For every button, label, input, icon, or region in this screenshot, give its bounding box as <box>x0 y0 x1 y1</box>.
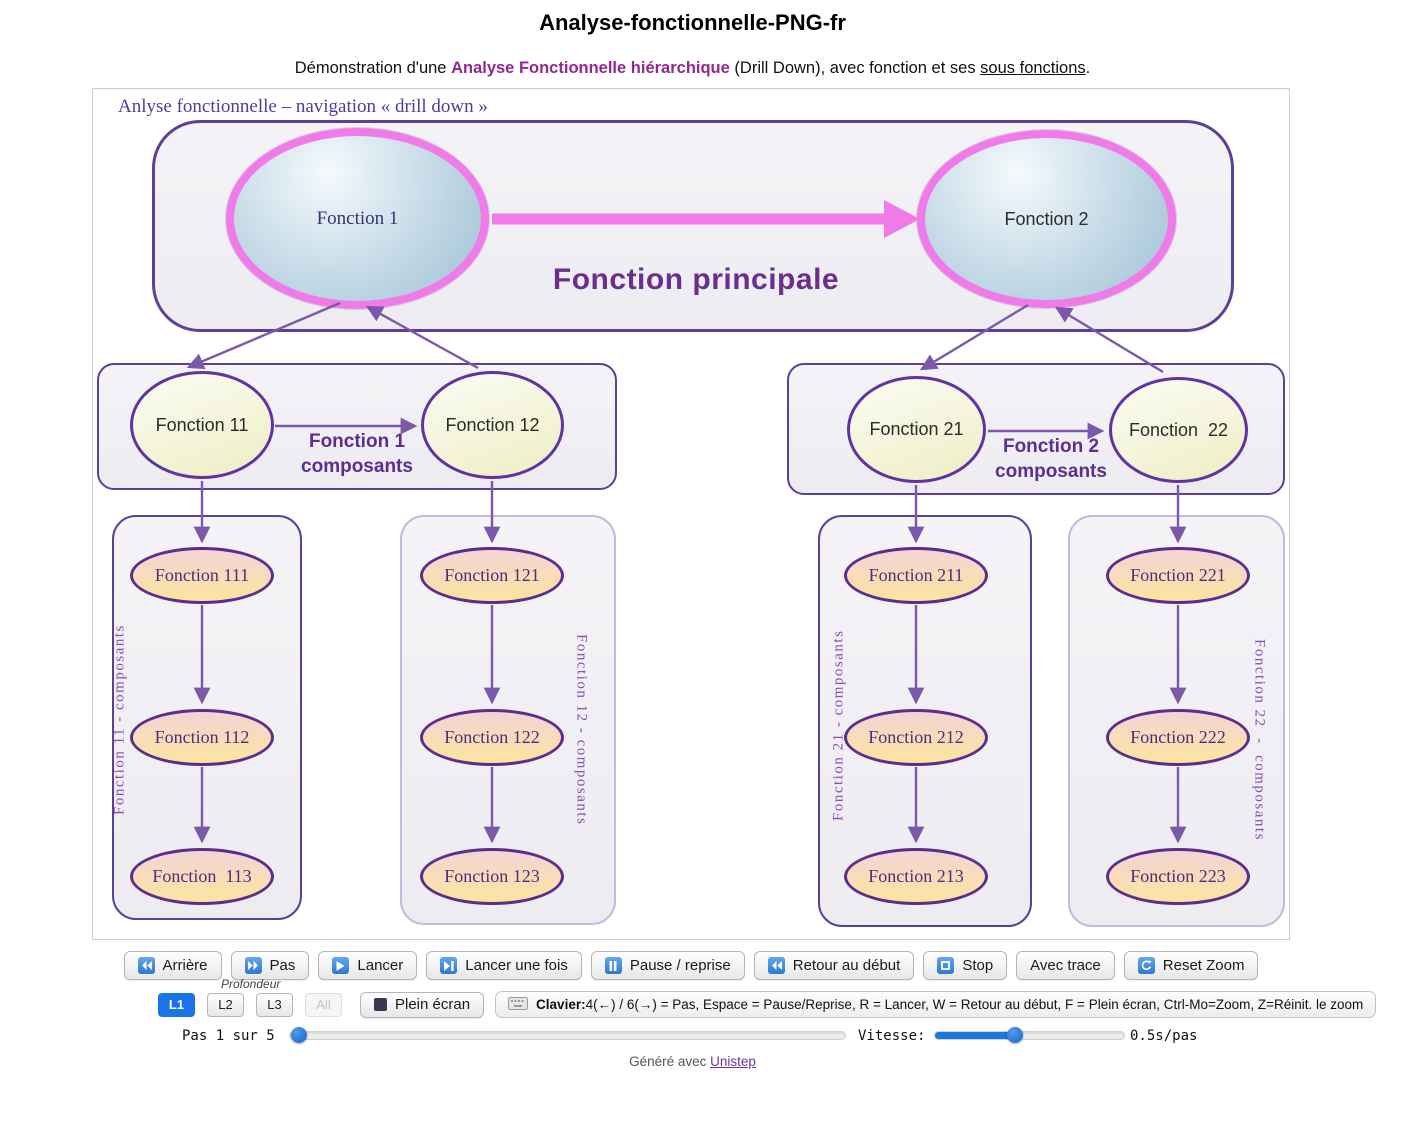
step-slider-thumb[interactable] <box>291 1027 307 1043</box>
unistep-link[interactable]: Unistep <box>710 1054 756 1069</box>
keyboard-hint-bar: Clavier:4(←) / 6(→) = Pas, Espace = Paus… <box>495 991 1377 1018</box>
pause-resume-button[interactable]: Pause / reprise <box>590 951 745 980</box>
play-icon <box>332 957 350 974</box>
skip-back-icon <box>137 957 155 974</box>
step-status-label: Pas 1 sur 5 <box>182 1028 275 1044</box>
step-slider[interactable] <box>289 1027 846 1043</box>
page-title: Analyse-fonctionnelle-PNG-fr <box>539 10 846 35</box>
node-fonction-123[interactable]: Fonction 123 <box>420 848 564 905</box>
column-11-side-label: Fonction 11 - composants <box>111 624 128 816</box>
speed-value-label: 0.5s/pas <box>1130 1028 1198 1044</box>
step-button[interactable]: Pas <box>230 951 310 980</box>
node-fonction-221[interactable]: Fonction 221 <box>1106 547 1250 604</box>
node-fonction-211[interactable]: Fonction 211 <box>844 547 988 604</box>
node-fonction-113[interactable]: Fonction 113 <box>130 848 274 905</box>
speed-slider-thumb[interactable] <box>1007 1027 1023 1043</box>
main-group-caption: Fonction principale <box>552 263 840 296</box>
column-21-side-label: Fonction 21 - composants <box>830 629 847 821</box>
node-fonction-21[interactable]: Fonction 21 <box>847 376 986 483</box>
node-fonction-112[interactable]: Fonction 112 <box>130 709 274 766</box>
node-fonction-222[interactable]: Fonction 222 <box>1106 709 1250 766</box>
play-pause-icon <box>440 957 458 974</box>
node-fonction-1[interactable]: Fonction 1 <box>226 128 489 309</box>
depth-all-button[interactable]: All <box>305 992 342 1017</box>
node-fonction-212[interactable]: Fonction 212 <box>844 709 988 766</box>
node-fonction-11[interactable]: Fonction 11 <box>130 371 274 479</box>
pause-icon <box>604 957 622 974</box>
reset-zoom-button[interactable]: Reset Zoom <box>1123 951 1259 980</box>
trace-toggle-button[interactable]: Avec trace <box>1016 951 1115 980</box>
node-fonction-22[interactable]: Fonction 22 <box>1109 377 1248 483</box>
fullscreen-button[interactable]: Plein écran <box>360 991 485 1018</box>
node-fonction-122[interactable]: Fonction 122 <box>420 709 564 766</box>
node-fonction-223[interactable]: Fonction 223 <box>1106 848 1250 905</box>
subtitle-suffix: . <box>1085 59 1091 77</box>
node-fonction-12[interactable]: Fonction 12 <box>421 371 564 479</box>
stop-button[interactable]: Stop <box>923 951 1008 980</box>
speed-slider-fill <box>935 1032 1015 1039</box>
speed-slider[interactable] <box>934 1027 1125 1043</box>
depth-l1-button[interactable]: L1 <box>158 992 195 1017</box>
node-fonction-2[interactable]: Fonction 2 <box>917 130 1176 308</box>
back-button[interactable]: Arrière <box>123 951 222 980</box>
column-22-side-label: Fonction 22 - composants <box>1251 639 1268 841</box>
depth-label: Profondeur <box>221 977 281 991</box>
node-fonction-111[interactable]: Fonction 111 <box>130 547 274 604</box>
page-subtitle: Démonstration d'une Analyse Fonctionnell… <box>0 59 1385 78</box>
rewind-icon <box>767 957 785 974</box>
depth-l2-button[interactable]: L2 <box>207 992 244 1017</box>
depth-l3-button[interactable]: L3 <box>256 992 293 1017</box>
node-fonction-121[interactable]: Fonction 121 <box>420 547 564 604</box>
speed-label: Vitesse: <box>858 1028 926 1044</box>
fullscreen-icon <box>374 998 387 1011</box>
stop-icon <box>937 957 955 974</box>
node-fonction-213[interactable]: Fonction 213 <box>844 848 988 905</box>
subtitle-middle: (Drill Down), avec fonction et ses <box>729 59 981 77</box>
depth-toolbar: L1 L2 L3 All Plein écran Clavier:4(←) / … <box>158 991 1377 1018</box>
diagram-header: Anlyse fonctionnelle – navigation « dril… <box>118 96 488 117</box>
sous-fonctions-link[interactable]: sous fonctions <box>980 59 1086 77</box>
skip-forward-icon <box>244 957 262 974</box>
subtitle-highlight: Analyse Fonctionnelle hiérarchique <box>451 59 730 77</box>
column-12-side-label: Fonction 12 - composants <box>573 634 590 826</box>
transport-toolbar: Arrière Pas Lancer Lancer une fois Pause… <box>0 951 1408 980</box>
keyboard-icon <box>508 996 529 1013</box>
run-once-button[interactable]: Lancer une fois <box>426 951 582 980</box>
footer: Généré avec Unistep <box>629 1054 756 1069</box>
restart-button[interactable]: Retour au début <box>753 951 915 980</box>
subtitle-prefix: Démonstration d'une <box>294 59 452 77</box>
reset-zoom-icon <box>1137 957 1155 974</box>
run-button[interactable]: Lancer <box>318 951 418 980</box>
